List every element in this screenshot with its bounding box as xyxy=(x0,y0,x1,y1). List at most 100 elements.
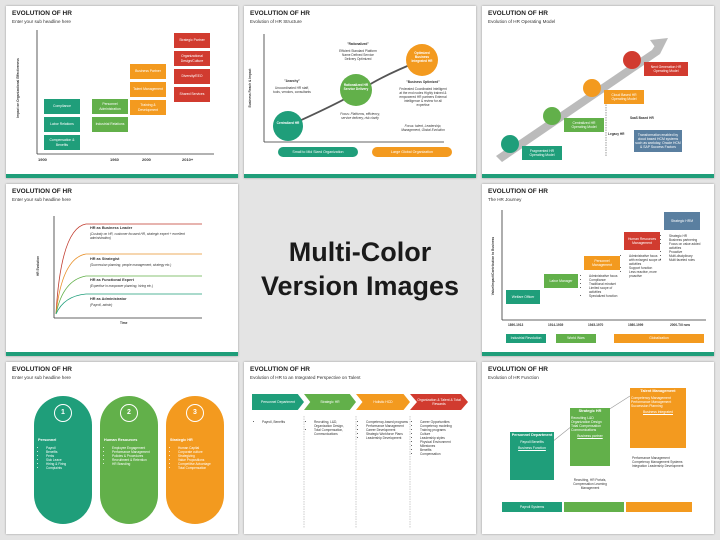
small-mid-org-button[interactable]: Small to Mid Sized Organization xyxy=(278,147,358,157)
era-globalization: Globalization xyxy=(614,334,704,343)
function-connectors xyxy=(551,395,631,443)
talent-tag: Business Integrated xyxy=(643,409,673,414)
step-shrm: Strategic HRM xyxy=(664,212,700,230)
box-talent-mgmt: Talent Management xyxy=(130,82,166,97)
personnel-tag: Business Function xyxy=(518,445,546,450)
head-strategic-hr: Strategic HR xyxy=(170,438,193,442)
slide-footer-bar xyxy=(482,174,714,178)
footer-performance: Performance Management Competency Manage… xyxy=(632,456,684,468)
slide-thumb-6[interactable]: EVOLUTION OF HR Enter your sub headline … xyxy=(6,362,238,534)
recruiting-bar xyxy=(564,502,624,512)
slide-thumb-2[interactable]: EVOLUTION OF HR Evolution of HR Structur… xyxy=(244,6,476,178)
list-hrm: Administrative focus with enlarged scope… xyxy=(624,254,664,278)
list-strategic-hr: Human CapitalCorporate cultureStrategizi… xyxy=(174,446,220,470)
step-welfare: Welfare Officer xyxy=(506,290,540,304)
year-2010: 2010+ xyxy=(182,157,194,162)
slide-footer-bar xyxy=(6,352,238,356)
slide-subtitle: Enter your sub headline here xyxy=(12,19,71,24)
step-personnel: Personnel Management xyxy=(584,256,620,270)
slide-thumb-7[interactable]: EVOLUTION OF HR Evolution of HR to an In… xyxy=(244,362,476,534)
box-personnel-admin: Personnel Administration xyxy=(92,99,128,114)
slide-thumb-1[interactable]: EVOLUTION OF HR Enter your sub headline … xyxy=(6,6,238,178)
slide-footer-bar xyxy=(6,174,238,178)
slide-thumb-3[interactable]: EVOLUTION OF HR Evolution of HR Operatin… xyxy=(482,6,714,178)
step-labor: Labor Manager xyxy=(544,274,578,288)
box-shared-services: Shared Services xyxy=(174,87,210,102)
slide-title: EVOLUTION OF HR xyxy=(488,366,548,373)
circle-centralized: Centralized HR xyxy=(276,121,300,125)
legacy-label: Legacy HR xyxy=(608,132,625,136)
box-comp-benefits: Compensation & Benefits xyxy=(44,135,80,150)
box-diversity: Diversity/EEO xyxy=(174,69,210,84)
operating-model-arrow xyxy=(496,38,668,162)
slide-subtitle: Enter your sub headline here xyxy=(12,375,71,380)
circle-optimized: Optimized Business Integrated HR xyxy=(411,51,433,63)
year-5: 2000-Till now xyxy=(670,323,690,327)
year-1: 1890-1913 xyxy=(508,323,524,327)
box-industrial-relations: Industrial Relations xyxy=(92,117,128,132)
talent-desc: Competency Management Performance Manage… xyxy=(631,395,672,408)
list-personnel: PayrollBenefitsPerksSick LeaveHiring & F… xyxy=(42,446,88,470)
step-hrm: Human Resources Management xyxy=(624,232,660,250)
head-personnel: Personnel xyxy=(38,438,57,442)
list-human-resources: Employee EngagementPerformance Managemen… xyxy=(108,446,154,466)
strategic-desc: Recruiting L&D Organization Design Total… xyxy=(571,415,602,432)
caption-line-1: Multi-Color xyxy=(288,237,432,268)
slide-title: EVOLUTION OF HR xyxy=(488,188,548,195)
pill-human-resources: 2 xyxy=(100,396,158,524)
step-fragmented: Fragmented HR Operating Model xyxy=(522,146,562,160)
chevron-strategic: Strategic HR xyxy=(304,394,356,410)
slide-subtitle: Evolution of HR Structure xyxy=(250,19,302,24)
list-talent-rewards: Career OpportunitiesCompetency modelingT… xyxy=(416,420,466,456)
head-human-resources: Human Resources xyxy=(104,438,138,442)
slide-footer-bar xyxy=(244,174,476,178)
list-strategic: Recruiting, L&D, Organization Design,Tot… xyxy=(310,420,354,436)
center-caption: Multi-Color Version Images xyxy=(244,184,476,356)
level-3-desc: (Expertise in manpower planning, hiring … xyxy=(90,284,154,288)
slide-thumb-8[interactable]: EVOLUTION OF HR Evolution of HR Function… xyxy=(482,362,714,534)
slide-thumb-4[interactable]: EVOLUTION OF HR Enter your sub headline … xyxy=(6,184,238,356)
level-4-desc: (Payroll, admin) xyxy=(90,303,113,307)
box-labor-relations: Labor Relations xyxy=(44,117,80,132)
large-global-org-button[interactable]: Large Global Organization xyxy=(372,147,452,157)
step-centralized: Centralized HR Operating Model xyxy=(564,118,604,132)
era-world-wars: World Wars xyxy=(556,334,596,343)
x-axis-label: Time xyxy=(120,321,128,325)
slide-title: EVOLUTION OF HR xyxy=(12,188,72,195)
slide-subtitle: Enter your sub headline here xyxy=(12,197,71,202)
strategic-tag: Business partner xyxy=(577,433,603,438)
chevron-personnel: Personnel Department xyxy=(252,394,304,410)
talent-head: Talent Management xyxy=(640,389,676,393)
box-strategic-hr: Strategic HR Recruiting L&D Organization… xyxy=(570,408,610,466)
slide-title: EVOLUTION OF HR xyxy=(488,10,548,17)
anarchy-head: "Anarchy" xyxy=(284,79,300,83)
box-business-partner: Business Partner xyxy=(130,64,166,79)
payroll-systems-bar: Payroll Systems xyxy=(502,502,562,512)
num-3: 3 xyxy=(186,404,204,422)
circle-rationalized: Rationalized HR Service Delivery xyxy=(343,83,369,91)
box-compliance: Compliance xyxy=(44,99,80,114)
slide-thumb-5[interactable]: EVOLUTION OF HR The HR Journey Value/Imp… xyxy=(482,184,714,356)
optimized-text: Federated Coordinated Intelligent at the… xyxy=(399,87,447,107)
year-2000: 2000 xyxy=(142,157,151,162)
slide-title: EVOLUTION OF HR xyxy=(12,10,72,17)
y-axis-label: HR Evolution xyxy=(36,256,40,277)
level-2-head: HR as Strategist xyxy=(90,257,120,261)
era-industrial: Industrial Revolution xyxy=(506,334,546,343)
year-2: 1914-1939 xyxy=(548,323,564,327)
num-2: 2 xyxy=(120,404,138,422)
axes xyxy=(36,30,214,155)
level-1-head: HR as Business Leader xyxy=(90,226,133,230)
transformation-note: Transformation enabled by cloud based HC… xyxy=(634,130,682,152)
box-talent-mgmt: Talent Management Competency Management … xyxy=(630,388,686,448)
list-personnel: Administrative focusComplianceTraditiona… xyxy=(584,274,624,298)
slide-footer-bar xyxy=(482,352,714,356)
y-axis-label: Business Reach & Impact xyxy=(248,68,252,108)
strategic-head: Strategic HR xyxy=(578,409,602,413)
box-personnel-dept: Personnel Department Payroll Benefits Bu… xyxy=(510,432,554,480)
level-2-desc: (Succession planning, people management,… xyxy=(90,263,172,267)
box-org-design: Organizational Design/Culture xyxy=(174,51,210,66)
box-strategic-partner: Strategic Partner xyxy=(174,33,210,48)
box-training-dev: Training & Development xyxy=(130,100,166,115)
slide-title: EVOLUTION OF HR xyxy=(12,366,72,373)
